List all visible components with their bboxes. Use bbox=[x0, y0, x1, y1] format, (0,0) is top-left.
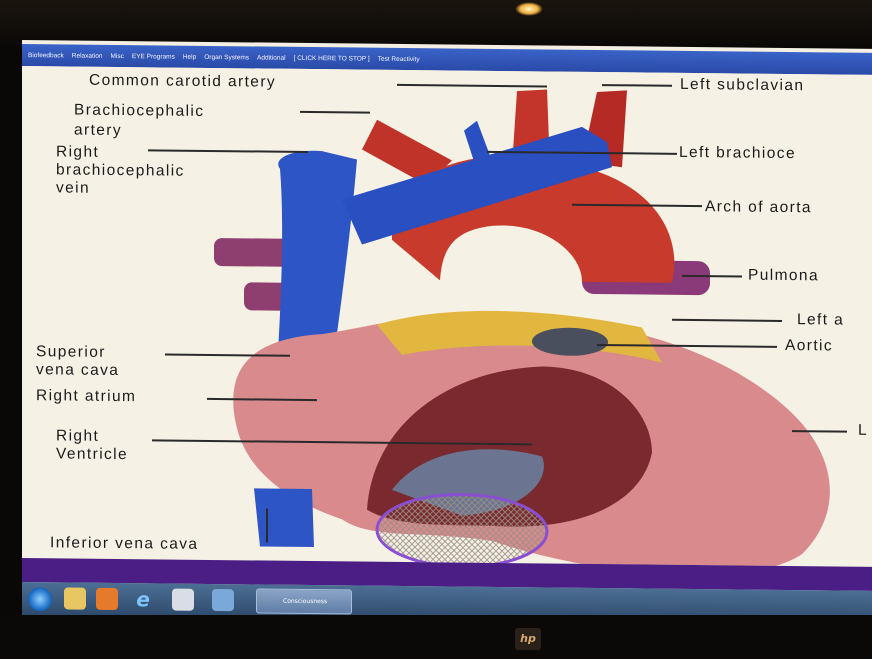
menu-relaxation[interactable]: Relaxation bbox=[72, 52, 103, 59]
menu-click-to-stop[interactable]: [ CLICK HERE TO STOP ] bbox=[294, 54, 370, 62]
label-left-subclavian: Left subclavian bbox=[680, 75, 804, 95]
taskbar-task-consciousness[interactable]: Consciousness bbox=[256, 588, 352, 614]
network-icon[interactable] bbox=[212, 589, 234, 611]
heart-illustration bbox=[22, 66, 872, 567]
menu-eye-programs[interactable]: EYE Programs bbox=[132, 53, 175, 60]
start-orb-icon[interactable] bbox=[28, 587, 52, 611]
label-right-brachiocephalic-vein: vein bbox=[56, 178, 90, 197]
heart-diagram: Common carotid artery Left subclavian Br… bbox=[22, 66, 872, 567]
highlight-ring bbox=[377, 494, 547, 567]
menu-biofeedback[interactable]: Biofeedback bbox=[28, 52, 64, 59]
hp-logo: hp bbox=[515, 628, 541, 650]
menu-misc[interactable]: Misc bbox=[111, 52, 124, 59]
label-pulmonary: Pulmona bbox=[748, 266, 819, 286]
monitor-bezel-bottom bbox=[0, 615, 872, 659]
label-arch-of-aorta: Arch of aorta bbox=[705, 197, 812, 217]
label-aortic: Aortic bbox=[785, 336, 833, 356]
label-vena-cava: vena cava bbox=[36, 360, 119, 380]
media-player-icon[interactable] bbox=[96, 588, 118, 610]
app-icon[interactable] bbox=[172, 589, 194, 611]
label-right-atrium: Right atrium bbox=[36, 386, 136, 406]
leader-inferior-vc bbox=[266, 509, 268, 543]
menu-additional[interactable]: Additional bbox=[257, 54, 286, 61]
task-label: Consciousness bbox=[283, 598, 327, 605]
label-right-brachiocephalic: Right bbox=[56, 142, 99, 161]
label-brachiocephalic-artery: artery bbox=[74, 121, 122, 141]
label-right: Right bbox=[56, 426, 99, 445]
inferior-vena-cava bbox=[254, 488, 314, 547]
browser-icon[interactable]: e bbox=[132, 588, 154, 610]
screen: Biofeedback Relaxation Misc EYE Programs… bbox=[22, 40, 872, 624]
label-superior: Superior bbox=[36, 342, 106, 362]
menu-organ-systems[interactable]: Organ Systems bbox=[204, 53, 249, 60]
menu-help[interactable]: Help bbox=[183, 53, 196, 60]
label-brachiocephalic: Brachiocephalic bbox=[74, 101, 204, 121]
light-glare bbox=[515, 2, 543, 16]
monitor-bezel-top bbox=[0, 0, 872, 44]
label-l: L bbox=[858, 421, 868, 440]
label-common-carotid-artery: Common carotid artery bbox=[89, 71, 276, 92]
label-ventricle: Ventricle bbox=[56, 444, 128, 464]
folder-icon[interactable] bbox=[64, 587, 86, 609]
label-inferior-vena-cava: Inferior vena cava bbox=[50, 533, 198, 554]
label-left-brachiocephalic: Left brachioce bbox=[679, 143, 796, 163]
label-left-a: Left a bbox=[797, 310, 844, 329]
menu-test-reactivity[interactable]: Test Reactivity bbox=[378, 55, 420, 62]
